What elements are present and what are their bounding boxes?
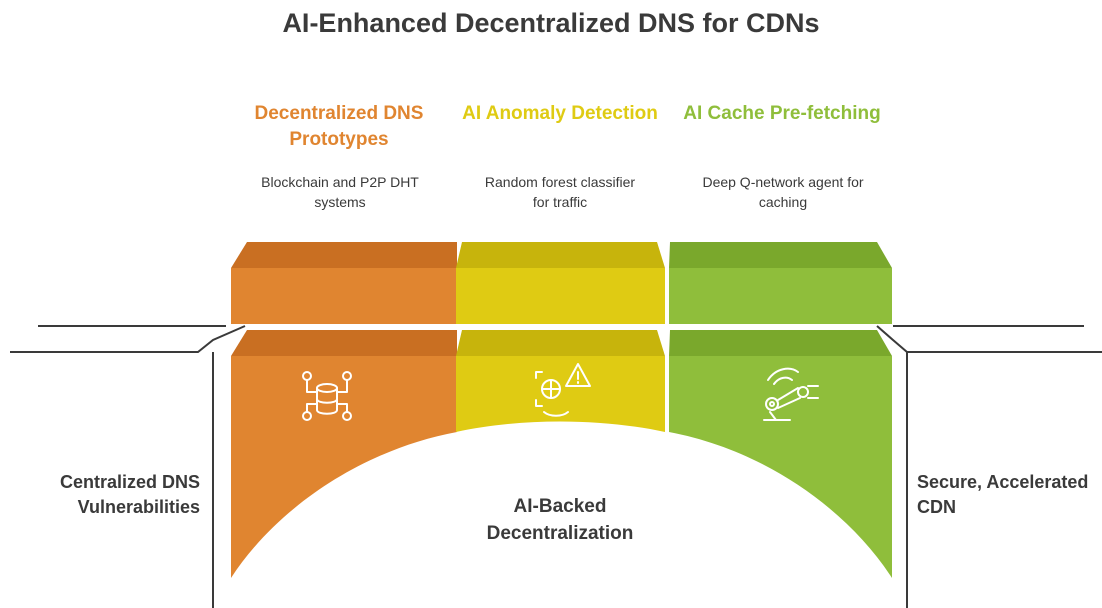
pillar-desc-decentralized-dns: Blockchain and P2P DHT systems (261, 174, 419, 210)
pillar-title-ai-anomaly: AI Anomaly Detection (462, 103, 658, 124)
right-cliff (876, 325, 1102, 608)
right-label: Secure, Accelerated CDN (917, 472, 1089, 517)
arch-block-orange (231, 330, 457, 578)
arch-block-yellow (456, 330, 665, 432)
left-label: Centralized DNS Vulnerabilities (59, 472, 200, 517)
pillar-desc-ai-anomaly: Random forest classifier for traffic (484, 174, 636, 210)
deck-block-orange (231, 242, 457, 324)
pillar-title-ai-cache: AI Cache Pre-fetching (683, 103, 881, 124)
database-network-icon (302, 371, 352, 421)
deck-block-yellow (456, 242, 665, 324)
robot-arm-icon (763, 367, 819, 421)
arch-block-green (669, 330, 892, 578)
pillar-title-decentralized-dns: Decentralized DNS Prototypes (254, 103, 424, 150)
anomaly-scan-icon (535, 363, 591, 417)
left-cliff (10, 325, 246, 608)
deck-block-green (669, 242, 892, 324)
center-label: AI-Backed Decentralization (486, 496, 634, 544)
pillar-desc-ai-cache: Deep Q-network agent for caching (702, 174, 864, 210)
diagram-title: AI-Enhanced Decentralized DNS for CDNs (282, 8, 820, 38)
